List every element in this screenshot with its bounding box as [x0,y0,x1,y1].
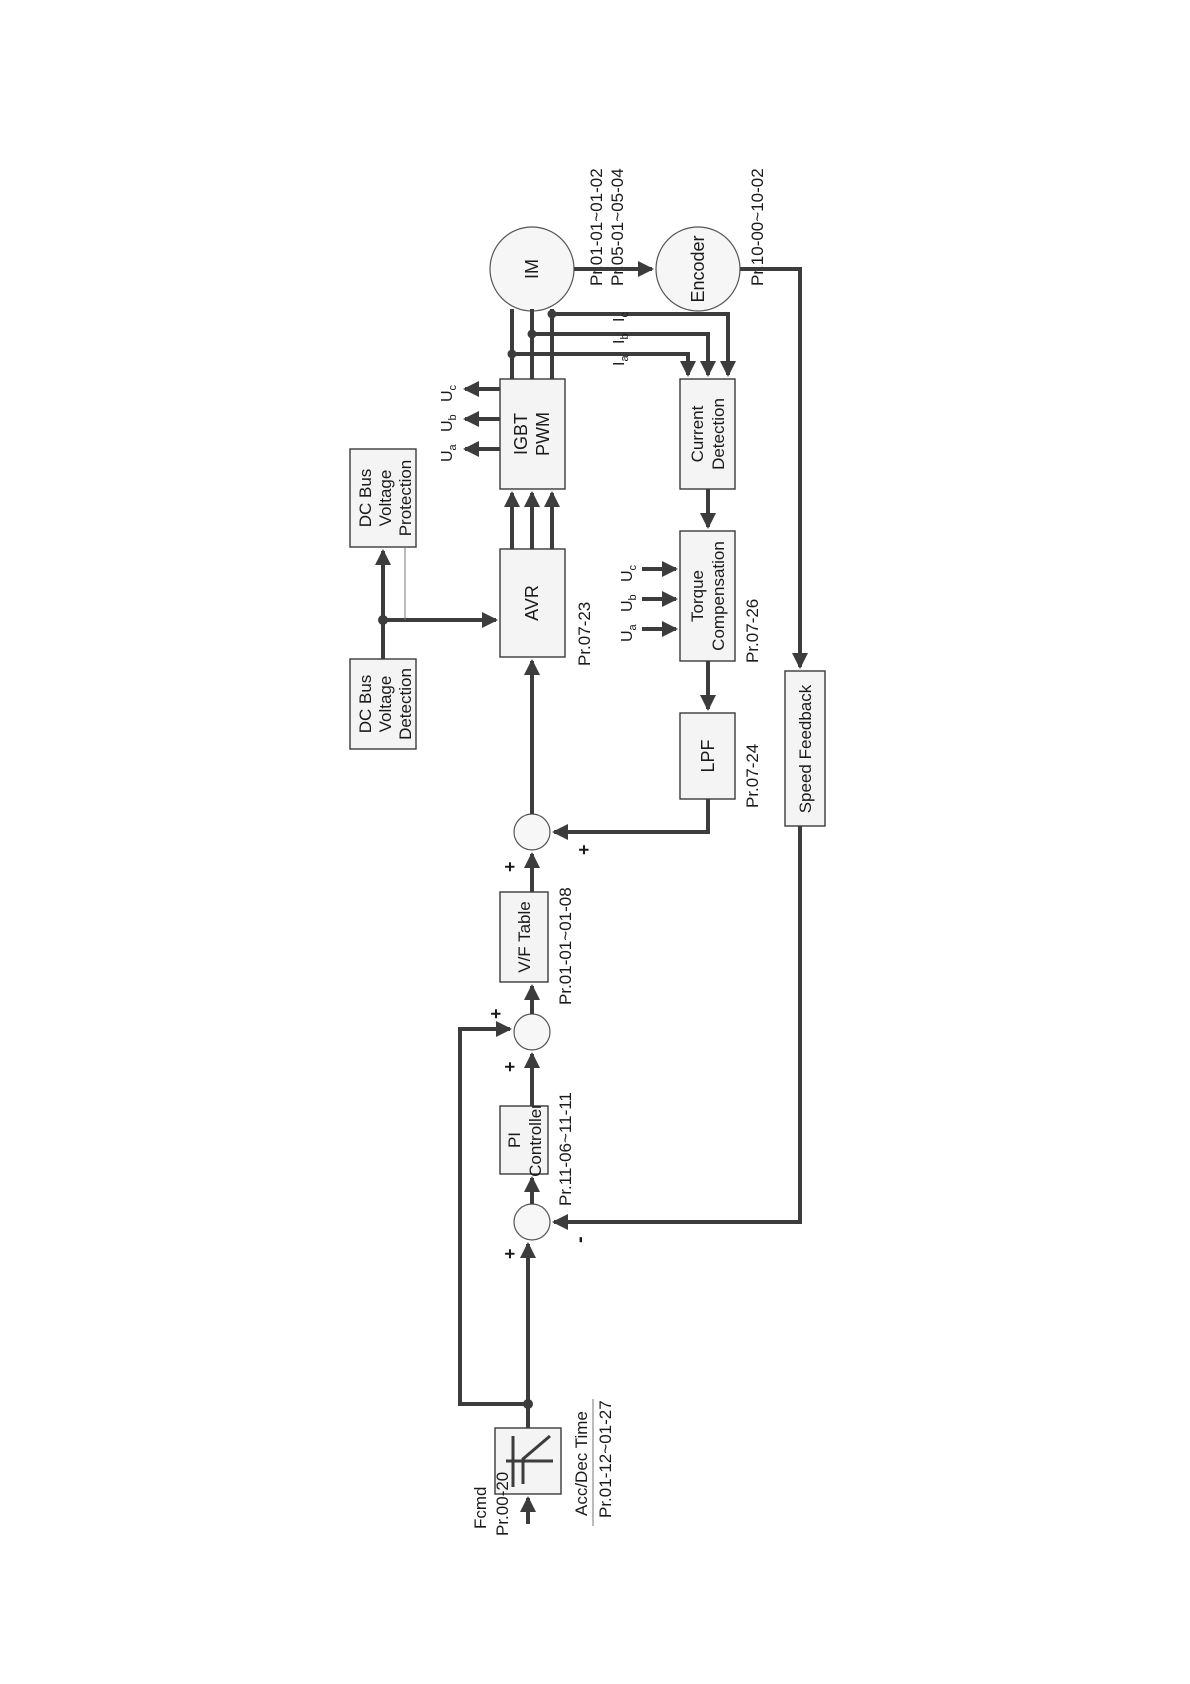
igbt-ub: Ub [439,414,459,432]
accdec-param: Pr.01-12~01-27 [596,1400,615,1518]
vf-table-block: V/F Table [499,891,549,983]
sign-j1-plus: + [500,1248,520,1259]
current-ia: Ia [611,355,631,366]
current-detection-block: Current Detection [679,378,736,490]
encoder: Encoder [655,226,741,312]
torque-line2: Compensation [709,541,728,651]
lpf-label: LPF [698,739,718,772]
dcprot-line1: DC Bus [356,469,375,528]
speedfb-label: Speed Feedback [796,684,815,813]
torque-line1: Torque [688,570,707,622]
avr-label: AVR [522,585,542,621]
torque-ub: Ub [619,594,639,612]
dcprot-line2: Voltage [376,470,395,527]
im-param2: Pr.05-01~05-04 [608,168,627,286]
im-param1: Pr.01-01~01-02 [587,168,606,286]
avr-param: Pr.07-23 [575,602,594,666]
summing-junction-1 [513,1203,551,1241]
fcmd-label: Fcmd [471,1487,490,1530]
dc-bus-detection-block: DC Bus Voltage Detection [349,658,417,750]
dcprot-line3: Protection [396,460,415,537]
lpf-block: LPF [679,712,736,800]
current-ib: Ib [611,333,631,344]
igbt-pwm-block: IGBT PWM [499,378,566,490]
cur-line1: Current [688,405,707,462]
induction-motor: IM [489,226,575,312]
torque-uc: Uc [619,564,639,582]
summing-junction-2 [513,1013,551,1051]
encoder-param: Pr.10-00~10-02 [748,168,767,286]
current-ic: Ic [611,312,631,322]
lpf-param: Pr.07-24 [743,744,762,808]
sign-j3-plus-bottom: + [574,844,594,855]
igbt-line2: PWM [533,412,553,456]
vf-param: Pr.01-01~01-08 [556,887,575,1005]
dcdet-line3: Detection [396,668,415,740]
torque-param: Pr.07-26 [743,599,762,663]
dcdet-line1: DC Bus [356,675,375,734]
igbt-ua: Ua [439,443,459,462]
im-label: IM [522,259,542,279]
pi-controller-block: PI Controller [499,1103,549,1177]
torque-ua: Ua [619,623,639,642]
dcdet-line2: Voltage [376,676,395,733]
pi-line1: PI [505,1132,524,1148]
sign-j2-plus-left: + [500,1061,520,1072]
pi-param: Pr.11-06~11-11 [556,1092,575,1206]
sign-j2-plus-top: + [486,1008,506,1019]
igbt-uc: Uc [439,384,459,402]
encoder-label: Encoder [688,235,708,302]
fcmd-param: Pr.00-20 [493,1472,512,1536]
summing-junction-3 [513,813,551,851]
pi-line2: Controller [526,1103,545,1177]
torque-compensation-block: Torque Compensation [679,530,736,662]
dc-bus-protection-block: DC Bus Voltage Protection [349,448,417,548]
speed-feedback-block: Speed Feedback [784,670,826,827]
avr-block: AVR [499,548,566,658]
accdec-label: Acc/Dec Time [572,1411,591,1516]
cur-line2: Detection [709,398,728,470]
sign-j1-minus: - [569,1236,591,1243]
sign-j3-plus-left: + [500,861,520,872]
vf-label: V/F Table [515,901,534,973]
igbt-line1: IGBT [511,413,531,455]
